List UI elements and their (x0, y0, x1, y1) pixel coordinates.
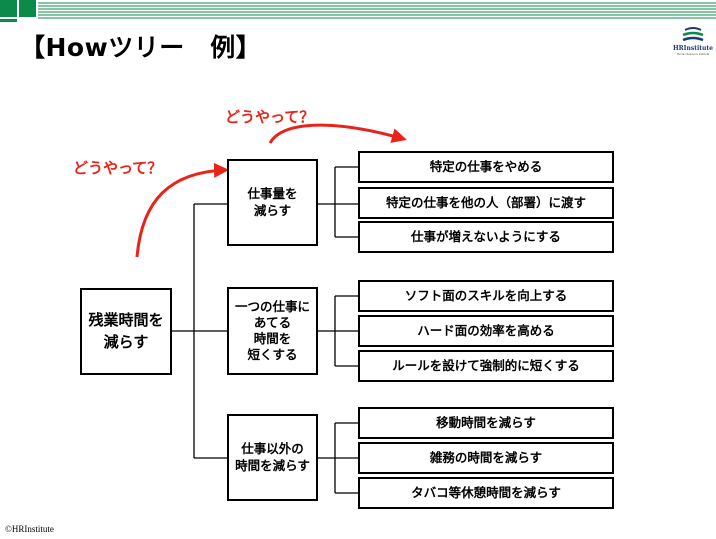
company-logo: HRInstitute Human Resource Institute (671, 26, 715, 60)
annotation-how-top: どうやって？ (225, 108, 315, 126)
header-decoration (0, 0, 716, 22)
tree-leaf-node: タバコ等休憩時間を減らす (358, 477, 614, 509)
leaf-label: 特定の仕事をやめる (429, 158, 543, 174)
tree-leaf-node: ルールを設けて強制的に短くする (358, 350, 614, 382)
leaf-label: ハード面の効率を高める (417, 322, 555, 338)
tree-leaf-node: ハード面の効率を高める (358, 315, 614, 347)
page-title: 【Howツリー 例】 (20, 33, 262, 62)
tree-leaf-node: 雑務の時間を減らす (358, 442, 614, 474)
tree-leaf-node: 移動時間を減らす (358, 407, 614, 439)
header-stripe-graphic (0, 0, 716, 22)
tree-leaf-node: 特定の仕事をやめる (358, 151, 614, 183)
tree-leaf-node: 仕事が増えないようにする (358, 221, 614, 253)
branch-label: 仕事量を 減らす (247, 186, 298, 218)
leaf-label: 仕事が増えないようにする (411, 228, 561, 244)
tree-branch-node: 一つの仕事に あてる 時間を 短くする (227, 287, 318, 375)
tree-leaf-node: 特定の仕事を他の人（部署）に渡す (358, 187, 614, 219)
branch-label: 仕事以外の 時間を減らす (235, 441, 310, 473)
curved-arrow-left (135, 162, 229, 258)
tree-root-node: 残業時間を 減らす (80, 288, 172, 375)
root-label: 残業時間を 減らす (88, 310, 164, 351)
logo-name: HRInstitute (673, 45, 713, 52)
leaf-label: タバコ等休憩時間を減らす (411, 484, 561, 500)
logo-wave-icon (682, 27, 704, 42)
leaf-label: ソフト面のスキルを向上する (404, 287, 568, 303)
curved-arrow-top (268, 123, 407, 144)
leaf-label: ルールを設けて強制的に短くする (392, 357, 580, 373)
leaf-label: 雑務の時間を減らす (429, 449, 543, 465)
tree-branch-node: 仕事以外の 時間を減らす (227, 414, 318, 501)
leaf-label: 移動時間を減らす (436, 414, 536, 430)
tree-branch-node: 仕事量を 減らす (227, 159, 318, 246)
tree-leaf-node: ソフト面のスキルを向上する (358, 280, 614, 312)
copyright-footer: ©HRInstitute (5, 524, 54, 534)
logo-subtitle: Human Resource Institute (676, 53, 710, 56)
leaf-label: 特定の仕事を他の人（部署）に渡す (385, 194, 586, 210)
branch-label: 一つの仕事に あてる 時間を 短くする (234, 298, 310, 363)
annotation-how-left: どうやって？ (73, 159, 163, 177)
